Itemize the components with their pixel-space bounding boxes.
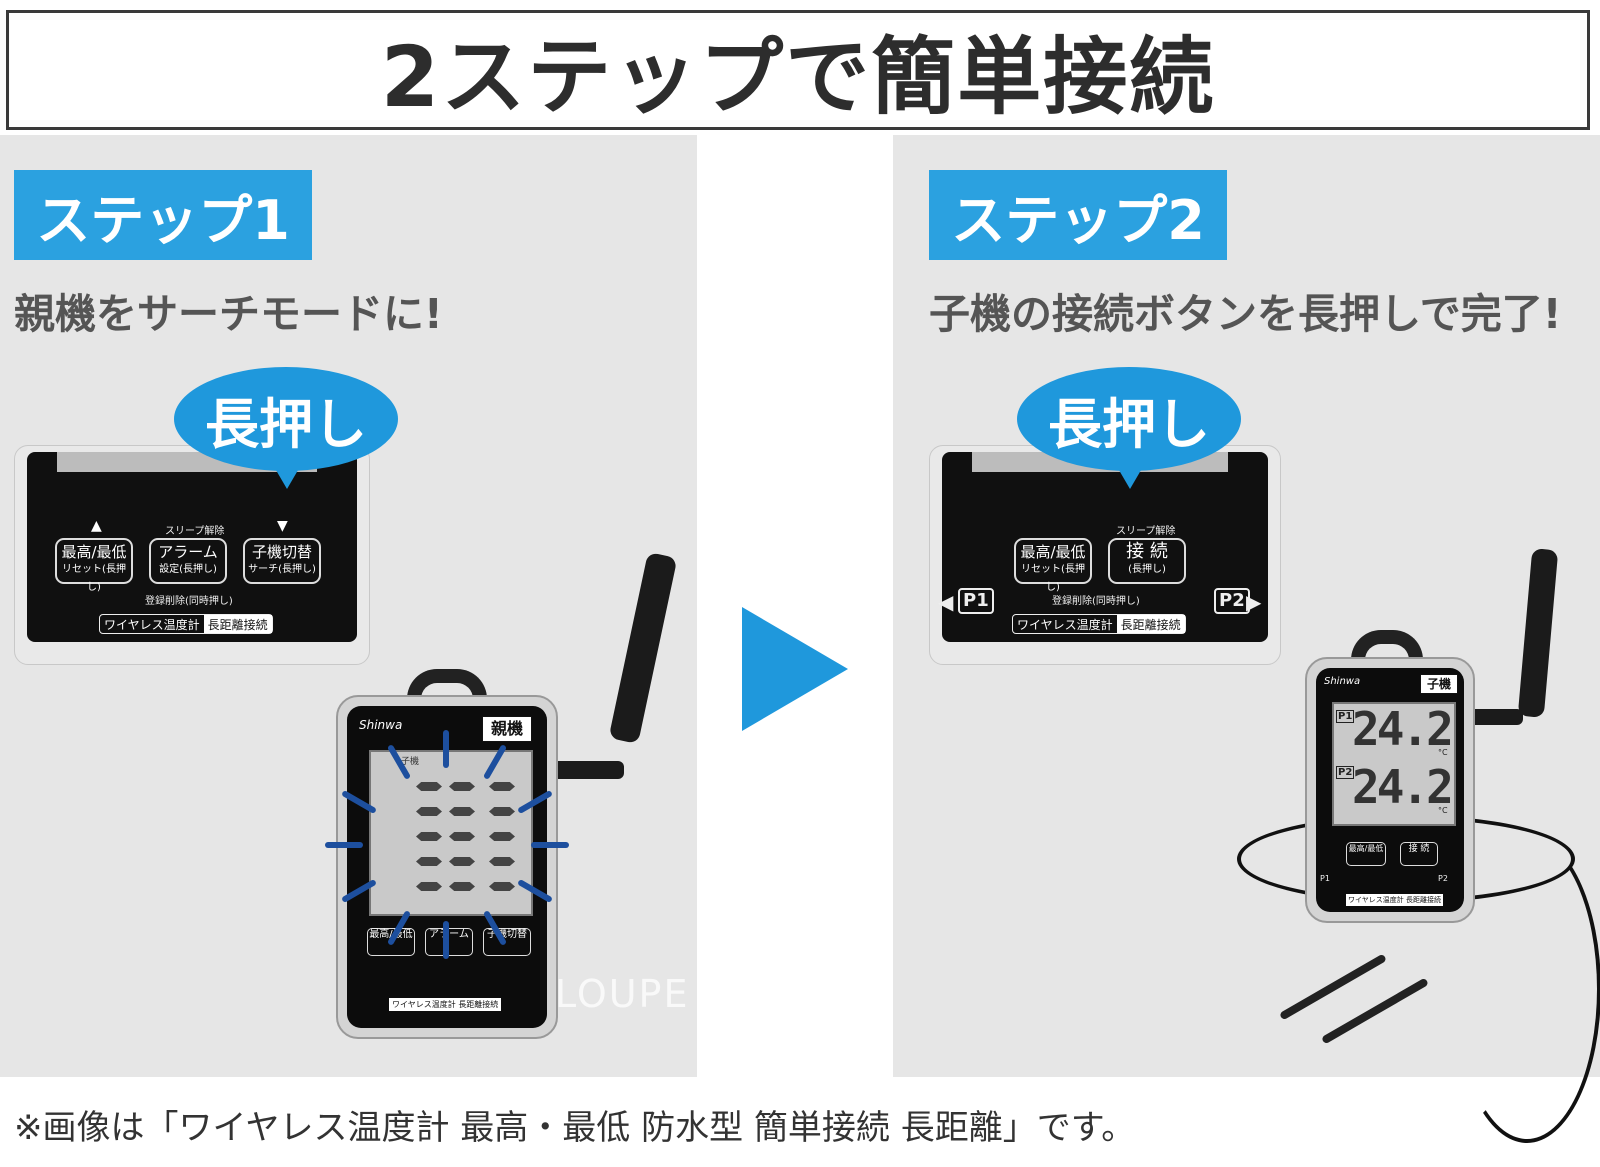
mini-alarm-button[interactable]: アラーム [425,928,473,956]
watermark: LOUPE STUDIO [555,972,862,1016]
mini-connect-label: 接 続 [1408,844,1430,854]
child-face-closeup: スリープ解除 最高/最低 リセット(長押し) 接 続 (長押し) ◀ P1 P2… [929,445,1281,665]
mini-p1-label: P1 [1320,874,1330,883]
bubble-tail [273,465,301,489]
blink-ray [325,842,363,848]
plate-left-text: ワイヤレス温度計 [1017,617,1113,632]
mini-plate-right: 長距離接続 [458,1000,499,1009]
mini-maxmin-button[interactable]: 最高/最低 [1346,842,1386,866]
blink-ray [531,842,569,848]
mini-child-switch-button[interactable]: 子機切替 [483,928,531,956]
child-tag: 子機 [1420,674,1458,694]
plate-left-text: ワイヤレス温度計 [104,617,200,632]
antenna [608,551,678,745]
model-plate: ワイヤレス温度計 長距離接続 [99,614,273,634]
register-delete-label: 登録削除(同時押し) [145,596,233,607]
child-switch-search-button[interactable]: 子機切替 サーチ(長押し) [243,538,321,584]
mini-plate-right: 長距離接続 [1406,896,1442,904]
title-box: 2ステップで簡単接続 [6,10,1590,130]
maxmin-reset-button[interactable]: 最高/最低 リセット(長押し) [55,538,133,593]
plate-right-text: 長距離接続 [1116,615,1185,633]
up-triangle-icon: ▲ [91,518,102,534]
parent-tag: 親機 [482,716,532,742]
step1-description: 親機をサーチモードに! [14,290,443,338]
p1-port-label: P1 [958,588,994,614]
parent-face-closeup: ▲ スリープ解除 ▼ 最高/最低 リセット(長押し) アラーム 設定(長押し) … [14,445,370,665]
blink-ray [443,730,449,768]
setting-sub-label: 設定(長押し) [159,564,217,575]
long-press-bubble: 長押し [1017,367,1241,471]
reset-sub-label: リセット(長押し) [62,564,126,593]
maxmin-reset-button[interactable]: 最高/最低 リセット(長押し) [1014,538,1092,593]
antenna [1517,548,1559,718]
p1-temperature: 24.2 [1352,702,1454,756]
p2-temperature: 24.2 [1352,760,1454,814]
brand-logo: Shinwa [1324,676,1361,687]
sensor-cable [1453,835,1600,1143]
register-delete-label: 登録削除(同時押し) [1052,596,1140,607]
parent-lcd: 子機 [369,750,533,916]
mini-child-switch-label: 子機切替 [487,929,527,940]
antenna-joint [548,761,624,779]
reset-sub-label: リセット(長押し) [1021,564,1085,593]
mini-plate-left: ワイヤレス温度計 [392,1000,456,1009]
mini-model-plate: ワイヤレス温度計 長距離接続 [1346,894,1444,906]
p1-unit: °C [1438,748,1448,757]
p2-arrow-icon: ▶ [1246,590,1262,614]
p2-port-label: P2 [1214,588,1250,614]
mini-p2-label: P2 [1438,874,1448,883]
lcd-child-label: 子機 [401,757,420,767]
alarm-label: アラーム [158,543,218,561]
maxmin-label: 最高/最低 [1020,543,1086,561]
step1-panel: ステップ1 親機をサーチモードに! ▲ スリープ解除 ▼ 最高/最低 リセット(… [0,135,697,1077]
p2-channel-label: P2 [1336,766,1355,779]
child-switch-label: 子機切替 [251,543,312,561]
step1-badge: ステップ1 [14,170,312,260]
alarm-setting-button[interactable]: アラーム 設定(長押し) [149,538,227,584]
connect-label: 接 続 [1126,541,1168,562]
p1-arrow-icon: ◀ [938,590,954,614]
connect-sub-label: (長押し) [1128,564,1166,575]
p1-channel-label: P1 [1336,710,1355,723]
brand-logo: Shinwa [359,718,403,732]
mini-model-plate: ワイヤレス温度計 長距離接続 [389,998,502,1011]
step2-description: 子機の接続ボタンを長押しで完了! [929,290,1562,338]
bubble-tail [1116,465,1144,489]
mini-connect-button[interactable]: 接 続 [1400,842,1438,866]
step2-panel: ステップ2 子機の接続ボタンを長押しで完了! スリープ解除 最高/最低 リセット… [893,135,1600,1143]
blink-ray [443,921,449,959]
down-triangle-icon: ▼ [277,518,288,534]
search-sub-label: サーチ(長押し) [248,564,316,575]
step2-badge: ステップ2 [929,170,1227,260]
plate-right-text: 長距離接続 [203,615,272,633]
sleep-release-label: スリープ解除 [1116,526,1176,537]
parent-device: Shinwa 親機 子機 最高/最低 アラーム 子機切替 ワイヤレス温度計 長距… [336,695,558,1039]
model-plate: ワイヤレス温度計 長距離接続 [1012,614,1186,634]
next-step-arrow-icon [742,607,848,731]
mini-plate-left: ワイヤレス温度計 [1348,896,1404,904]
page-title: 2ステップで簡単接続 [380,27,1216,126]
p2-unit: °C [1438,806,1448,815]
child-lcd: P1 24.2 °C P2 24.2 °C [1332,702,1456,826]
maxmin-label: 最高/最低 [61,543,127,561]
child-device: Shinwa 子機 P1 24.2 °C P2 24.2 °C 最高/最低 接 … [1305,657,1475,923]
connect-button[interactable]: 接 続 (長押し) [1108,538,1186,584]
long-press-bubble: 長押し [174,367,398,471]
mini-maxmin-label: 最高/最低 [1348,844,1384,853]
footnote: ※画像は「ワイヤレス温度計 最高・最低 防水型 簡単接続 長距離」です。 [14,1108,1136,1148]
sleep-release-label: スリープ解除 [165,526,225,537]
